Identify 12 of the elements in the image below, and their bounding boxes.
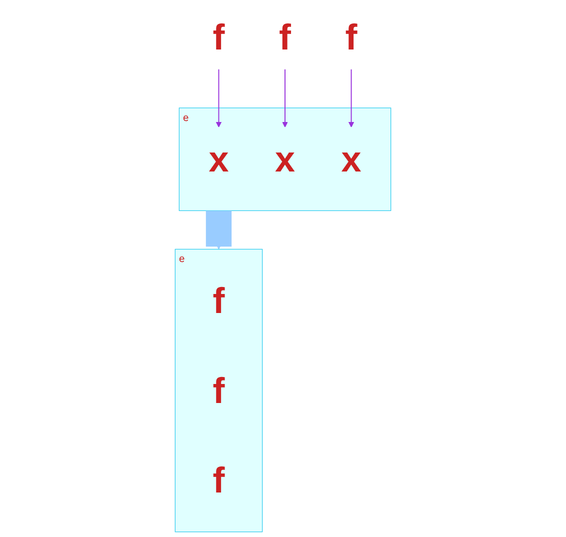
node-text: f: [345, 16, 358, 58]
node-text: x: [208, 138, 229, 180]
node-text: x: [341, 138, 362, 180]
arrow: [348, 68, 354, 128]
node-text: f: [279, 16, 291, 58]
arrow: [216, 68, 222, 128]
node-text: f: [212, 460, 225, 500]
arrow: [282, 68, 288, 128]
node-text: x: [275, 138, 296, 180]
node-text: f: [212, 280, 225, 321]
node-text: f: [212, 16, 225, 58]
node-text: f: [212, 370, 225, 410]
